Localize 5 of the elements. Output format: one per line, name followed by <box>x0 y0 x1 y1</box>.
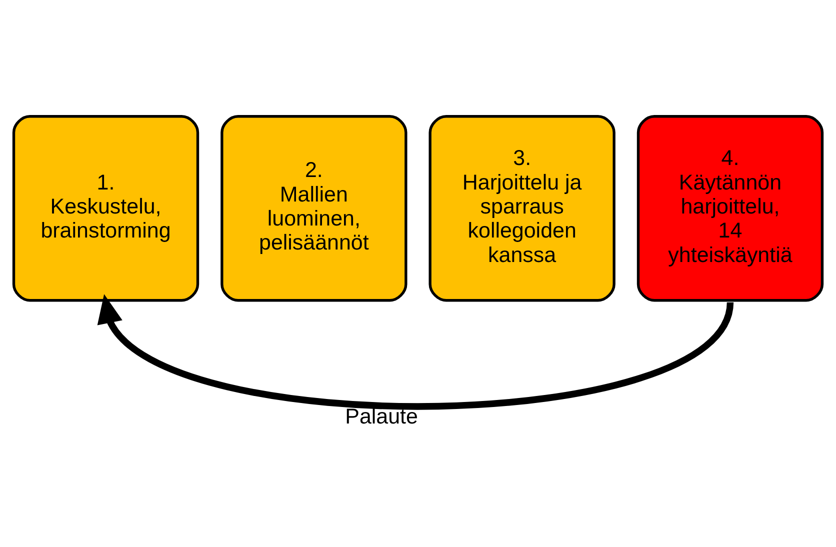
node-box: 4. Käytännön harjoittelu, 14 yhteiskäyntiä <box>636 115 824 302</box>
edge-label: Palaute <box>345 404 418 429</box>
node-box: 1. Keskustelu, brainstorming <box>12 115 200 302</box>
node-box: 2. Mallien luominen, pelisäännöt <box>220 115 408 302</box>
node-box: 3. Harjoittelu ja sparraus kollegoiden kanssa <box>428 115 616 302</box>
